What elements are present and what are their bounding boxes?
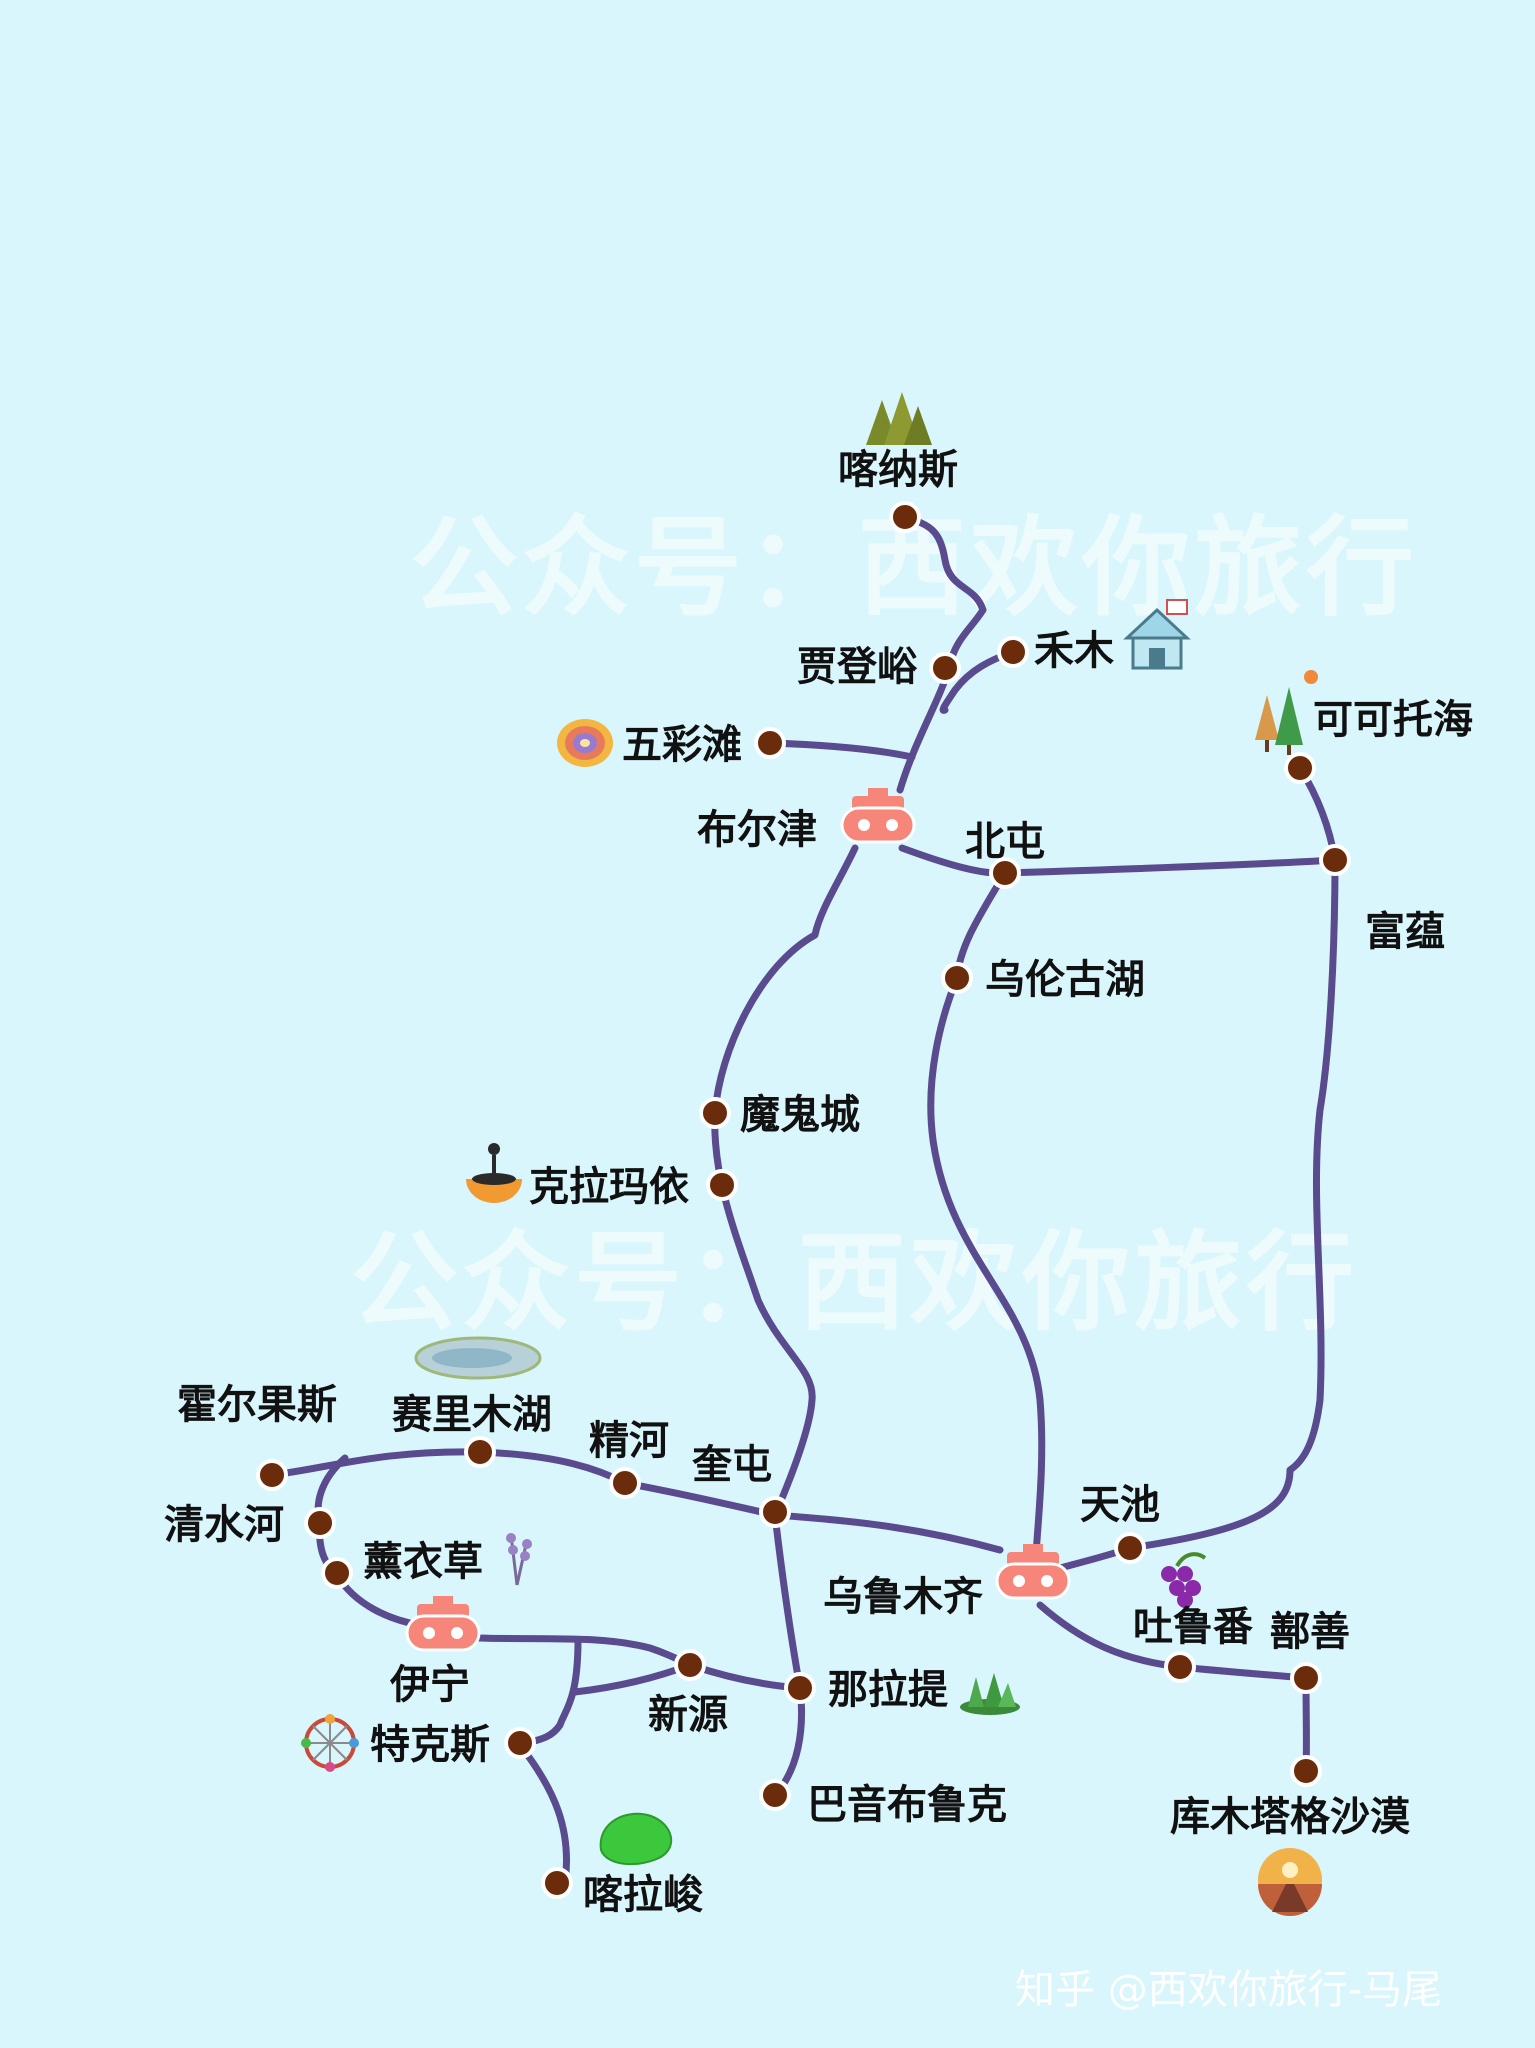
- stop-khorgos: [256, 1459, 288, 1491]
- label-jiadengyu: 贾登峪: [797, 644, 918, 690]
- route-khorgos-kuitun: [268, 1448, 779, 1519]
- stops: [256, 501, 1351, 1899]
- credit-text: 知乎 @西欢你旅行-马尾: [1015, 1967, 1442, 2013]
- train-icon: [995, 1544, 1071, 1600]
- grapes-icon: [1161, 1552, 1207, 1608]
- grassland-icon: [960, 1673, 1020, 1715]
- hub-yining: [405, 1596, 481, 1652]
- label-tianchi: 天池: [1080, 1482, 1160, 1528]
- label-sayram: 赛里木湖: [392, 1392, 552, 1438]
- stop-jinghe: [609, 1467, 641, 1499]
- stop-karamay: [706, 1169, 738, 1201]
- label-kalajun: 喀拉峻: [583, 1872, 703, 1918]
- label-burqin: 布尔津: [697, 807, 817, 853]
- ferris-wheel-icon: [301, 1714, 359, 1772]
- route-xinyuan-nalati: [686, 1661, 804, 1692]
- stop-wucaitan: [754, 727, 786, 759]
- label-jinghe: 精河: [589, 1418, 669, 1464]
- label-kanas: 喀纳斯: [838, 447, 958, 493]
- label-urumqi: 乌鲁木齐: [823, 1574, 983, 1620]
- stop-nalati: [784, 1672, 816, 1704]
- label-fuyun: 富蕴: [1365, 909, 1445, 955]
- label-wucaitan: 五彩滩: [622, 722, 742, 768]
- route-sayram-yining: [314, 1454, 424, 1629]
- label-lavender: 薰衣草: [363, 1539, 483, 1585]
- rainbow-rock-icon: [557, 719, 613, 767]
- route-yining-xinyuan: [474, 1634, 694, 1669]
- route-tekes-kalajun: [516, 1741, 571, 1887]
- place-labels: 喀纳斯 贾登峪 禾木 五彩滩 可可托海 布尔津 北屯 富蕴 乌伦古湖 魔鬼城 克…: [164, 447, 1473, 1918]
- label-shanshan: 鄯善: [1270, 1609, 1350, 1655]
- hub-burqin: [840, 788, 916, 844]
- desert-road-icon: [1258, 1848, 1322, 1916]
- label-koktokay: 可可托海: [1313, 697, 1473, 743]
- stop-sayram: [464, 1436, 496, 1468]
- route-xinyuan-link: [571, 1661, 694, 1696]
- route-kuitun-urumqi: [771, 1511, 1004, 1554]
- green-meadow-icon: [599, 1812, 673, 1866]
- stop-tianchi: [1114, 1532, 1146, 1564]
- train-icon: [840, 788, 916, 844]
- lake-icon: [414, 1336, 542, 1380]
- house-icon: [1123, 599, 1191, 670]
- train-icon: [405, 1596, 481, 1652]
- label-kuitun: 奎屯: [692, 1442, 772, 1488]
- stop-bayanbulak: [759, 1779, 791, 1811]
- route-kanas-burqin: [896, 513, 987, 794]
- route-burqin-kuitun: [711, 844, 859, 1519]
- stop-jiadengyu: [929, 652, 961, 684]
- label-karamay: 克拉玛依: [529, 1164, 689, 1210]
- stop-kuitun: [759, 1496, 791, 1528]
- stop-turpan: [1164, 1651, 1196, 1683]
- mountain-forest-icon: [866, 392, 932, 445]
- label-hemu: 禾木: [1034, 628, 1114, 674]
- stop-koktokay: [1284, 752, 1316, 784]
- stop-xinyuan: [674, 1649, 706, 1681]
- pine-trees-icon: [1255, 670, 1318, 755]
- route-fuyun-tianchi: [1126, 856, 1339, 1552]
- hub-urumqi: [995, 1544, 1071, 1600]
- label-turpan: 吐鲁番: [1133, 1604, 1253, 1650]
- label-beitun: 北屯: [965, 819, 1045, 865]
- stop-tekes: [504, 1727, 536, 1759]
- stop-kalajun: [541, 1867, 573, 1899]
- stop-ghost-city: [699, 1097, 731, 1129]
- label-khorgos: 霍尔果斯: [177, 1382, 337, 1428]
- route-hemu-jiadengyu: [939, 648, 1017, 714]
- label-kumtag: 库木塔格沙漠: [1170, 1794, 1410, 1840]
- stop-lavender: [321, 1557, 353, 1589]
- lavender-icon: [506, 1533, 532, 1586]
- label-tekes: 特克斯: [370, 1722, 490, 1768]
- stop-ulungur: [941, 962, 973, 994]
- stop-kumtag: [1290, 1755, 1322, 1787]
- stop-beitun: [989, 857, 1021, 889]
- label-nalati: 那拉提: [828, 1667, 948, 1713]
- route-wucaitan-burqin: [766, 739, 916, 761]
- stop-qingshuihe: [304, 1507, 336, 1539]
- route-beitun-fuyun: [1001, 856, 1339, 877]
- watermark-middle: 公众号：西欢你旅行: [350, 1221, 1358, 1346]
- route-kuitun-bayanbulak: [771, 1511, 806, 1799]
- label-qingshuihe: 清水河: [164, 1502, 284, 1548]
- label-xinyuan: 新源: [648, 1692, 728, 1738]
- label-bayanbulak: 巴音布鲁克: [807, 1782, 1007, 1828]
- stop-shanshan: [1290, 1662, 1322, 1694]
- stop-kanas: [889, 501, 921, 533]
- route-yining-tekes: [516, 1636, 582, 1749]
- oil-well-icon: [466, 1143, 522, 1203]
- stop-hemu: [997, 636, 1029, 668]
- label-ghost-city: 魔鬼城: [740, 1092, 860, 1138]
- label-ulungur: 乌伦古湖: [985, 957, 1145, 1003]
- stop-fuyun: [1319, 844, 1351, 876]
- label-yining: 伊宁: [389, 1662, 470, 1708]
